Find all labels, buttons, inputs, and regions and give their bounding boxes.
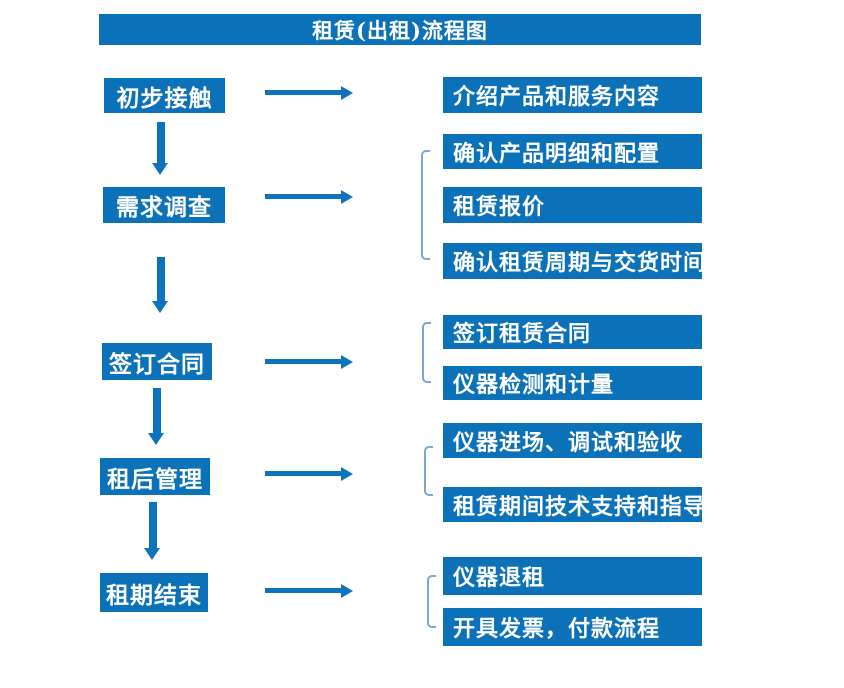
flowchart-title: 租赁(出租)流程图 bbox=[99, 14, 701, 45]
arrow-right-icon bbox=[265, 86, 353, 100]
flow-detail-instrument-return: 仪器退租 bbox=[443, 557, 702, 595]
arrow-down-icon bbox=[152, 122, 169, 175]
group-bracket-icon bbox=[427, 575, 436, 628]
arrow-right-icon bbox=[265, 355, 353, 369]
arrow-down-icon bbox=[148, 388, 165, 445]
arrow-down-icon bbox=[152, 257, 169, 313]
flow-detail-introduce-products: 介绍产品和服务内容 bbox=[443, 77, 702, 113]
flow-step-post-rental-management: 租后管理 bbox=[100, 458, 210, 495]
group-bracket-icon bbox=[424, 446, 433, 496]
flow-detail-instrument-setup-acceptance: 仪器进场、调试和验收 bbox=[443, 423, 702, 458]
flow-step-sign-contract: 签订合同 bbox=[102, 343, 212, 380]
flow-detail-tech-support: 租赁期间技术支持和指导 bbox=[443, 487, 705, 522]
flow-detail-rental-quotation: 租赁报价 bbox=[443, 187, 702, 223]
arrow-right-icon bbox=[265, 467, 353, 481]
flow-step-lease-end: 租期结束 bbox=[100, 573, 208, 612]
group-bracket-icon bbox=[421, 150, 430, 260]
flow-detail-instrument-testing: 仪器检测和计量 bbox=[443, 366, 702, 400]
arrow-right-icon bbox=[265, 190, 353, 204]
flow-step-initial-contact: 初步接触 bbox=[104, 78, 225, 113]
group-bracket-icon bbox=[422, 322, 431, 383]
flow-step-demand-survey: 需求调查 bbox=[103, 187, 225, 223]
arrow-right-icon bbox=[265, 584, 353, 598]
flow-detail-invoice-payment: 开具发票，付款流程 bbox=[443, 608, 702, 646]
arrow-down-icon bbox=[144, 502, 161, 560]
flow-detail-confirm-product-config: 确认产品明细和配置 bbox=[443, 134, 702, 169]
flow-detail-sign-rental-contract: 签订租赁合同 bbox=[443, 315, 702, 349]
flow-detail-confirm-period-delivery: 确认租赁周期与交货时间 bbox=[443, 243, 705, 279]
